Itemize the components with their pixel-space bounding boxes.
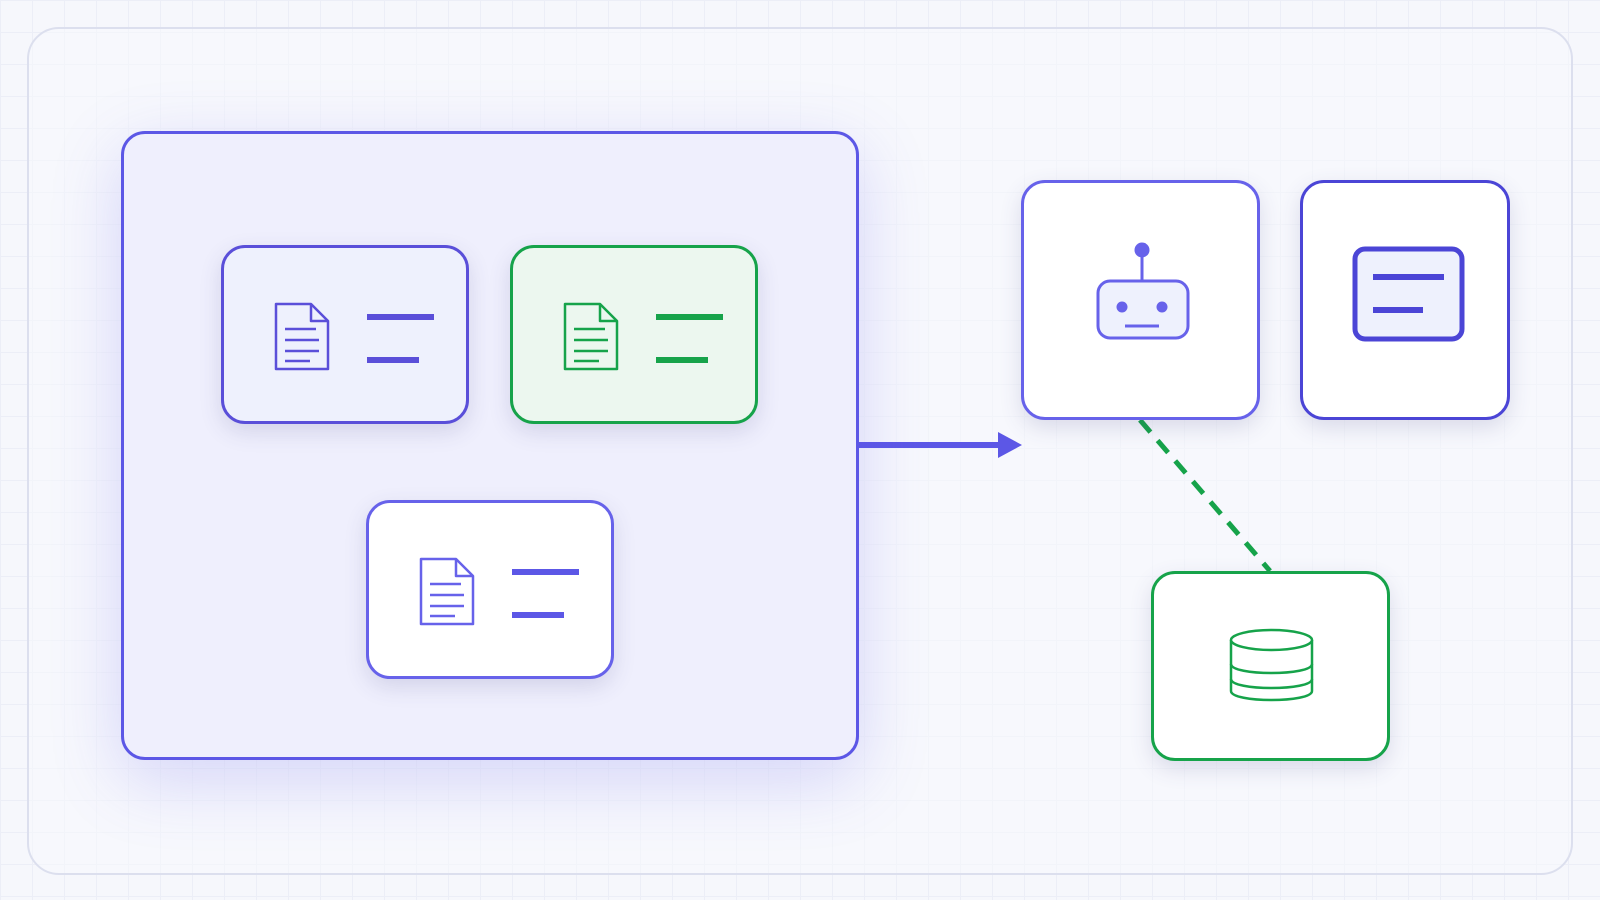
document-card-green[interactable] <box>510 245 758 424</box>
text-lines-icon <box>656 314 723 363</box>
document-card-blue[interactable] <box>221 245 469 424</box>
document-card-white[interactable] <box>366 500 614 679</box>
robot-icon <box>1096 242 1190 340</box>
document-icon <box>419 557 475 626</box>
agent-node[interactable] <box>1021 180 1260 420</box>
flow-arrow-head <box>998 432 1022 458</box>
text-lines-icon <box>512 569 579 618</box>
document-icon <box>563 302 619 371</box>
output-node[interactable] <box>1300 180 1510 420</box>
text-panel-icon <box>1352 246 1465 342</box>
text-lines-icon <box>367 314 434 363</box>
database-node[interactable] <box>1151 571 1390 761</box>
document-icon <box>274 302 330 371</box>
database-icon <box>1229 628 1314 702</box>
dashed-connector <box>1138 418 1272 573</box>
